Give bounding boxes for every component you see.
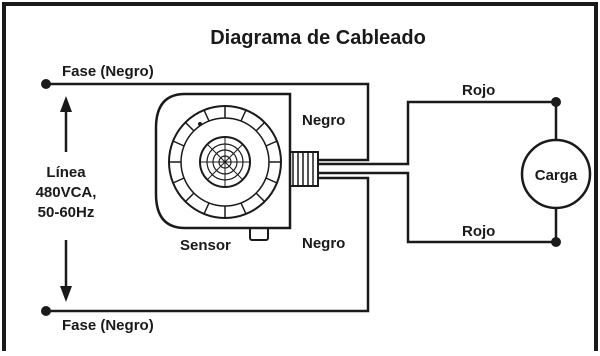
label-carga: Carga <box>535 167 578 184</box>
sensor-device <box>154 92 319 241</box>
terminal-dot-top-right <box>551 97 561 107</box>
label-rojo-top: Rojo <box>462 82 495 99</box>
voltage-arrow-up-icon <box>60 96 72 152</box>
label-rojo-bottom: Rojo <box>462 223 495 240</box>
diagram-frame <box>2 2 598 351</box>
label-fase-bottom: Fase (Negro) <box>62 317 154 334</box>
label-negro-top: Negro <box>302 112 345 129</box>
label-voltage: 480VCA, <box>36 184 97 201</box>
terminal-dot-top-left <box>41 79 51 89</box>
label-fase-top: Fase (Negro) <box>62 63 154 80</box>
label-frequency: 50-60Hz <box>38 204 95 221</box>
label-linea: Línea <box>46 164 86 181</box>
terminal-dot-bottom-left <box>41 306 51 316</box>
wire-phase-bottom <box>46 176 370 313</box>
wire-phase-top <box>46 82 370 162</box>
load-circle <box>520 138 592 210</box>
diagram-title: Diagrama de Cableado <box>210 27 426 49</box>
label-sensor: Sensor <box>180 237 231 254</box>
terminal-dot-bottom-right <box>551 237 561 247</box>
sensor-threaded-nipple <box>287 151 319 187</box>
sensor-indicator-icon <box>198 122 202 126</box>
wire-red-bottom <box>318 171 556 244</box>
wire-red-top <box>318 100 556 166</box>
voltage-arrow-down-icon <box>60 240 72 302</box>
label-negro-bottom: Negro <box>302 235 345 252</box>
